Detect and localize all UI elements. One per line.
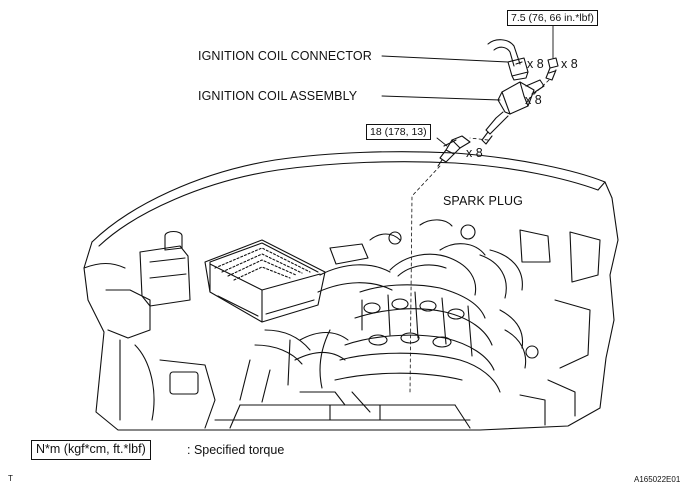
intake-manifold <box>287 284 501 406</box>
spark-plug-torque-box: 18 (178, 13) <box>366 124 431 141</box>
bolt-quantity: x 8 <box>561 57 578 71</box>
connector-quantity: x 8 <box>527 57 544 71</box>
ignition-coil-assembly-label: IGNITION COIL ASSEMBLY <box>198 89 358 103</box>
radiator-support <box>204 404 481 431</box>
left-fender <box>83 241 216 431</box>
hood-outline <box>91 151 613 247</box>
figure-id: A165022E01 <box>634 475 681 484</box>
hoses <box>239 219 551 413</box>
coolant-reservoir <box>139 230 191 307</box>
bolt-torque-box: 7.5 (76, 66 in.*lbf) <box>507 10 598 27</box>
air-cleaner-box <box>204 239 326 323</box>
right-fender <box>479 197 619 431</box>
plug-quantity: x 8 <box>466 146 483 160</box>
corner-code-left: T <box>8 474 13 483</box>
ignition-coil-connector-drawing <box>487 39 529 81</box>
torque-legend-description: : Specified torque <box>187 443 285 457</box>
ignition-coil-drawing <box>481 79 545 145</box>
leader-lines <box>381 23 554 147</box>
torque-legend-units: N*m (kgf*cm, ft.*lbf) <box>31 440 151 460</box>
install-guide-lines <box>409 79 550 393</box>
spark-plug-label: SPARK PLUG <box>443 194 523 208</box>
ignition-coil-connector-label: IGNITION COIL CONNECTOR <box>198 49 372 63</box>
bolt-drawing <box>545 57 559 81</box>
coil-quantity: x 8 <box>525 93 542 107</box>
intake-duct <box>317 243 393 293</box>
